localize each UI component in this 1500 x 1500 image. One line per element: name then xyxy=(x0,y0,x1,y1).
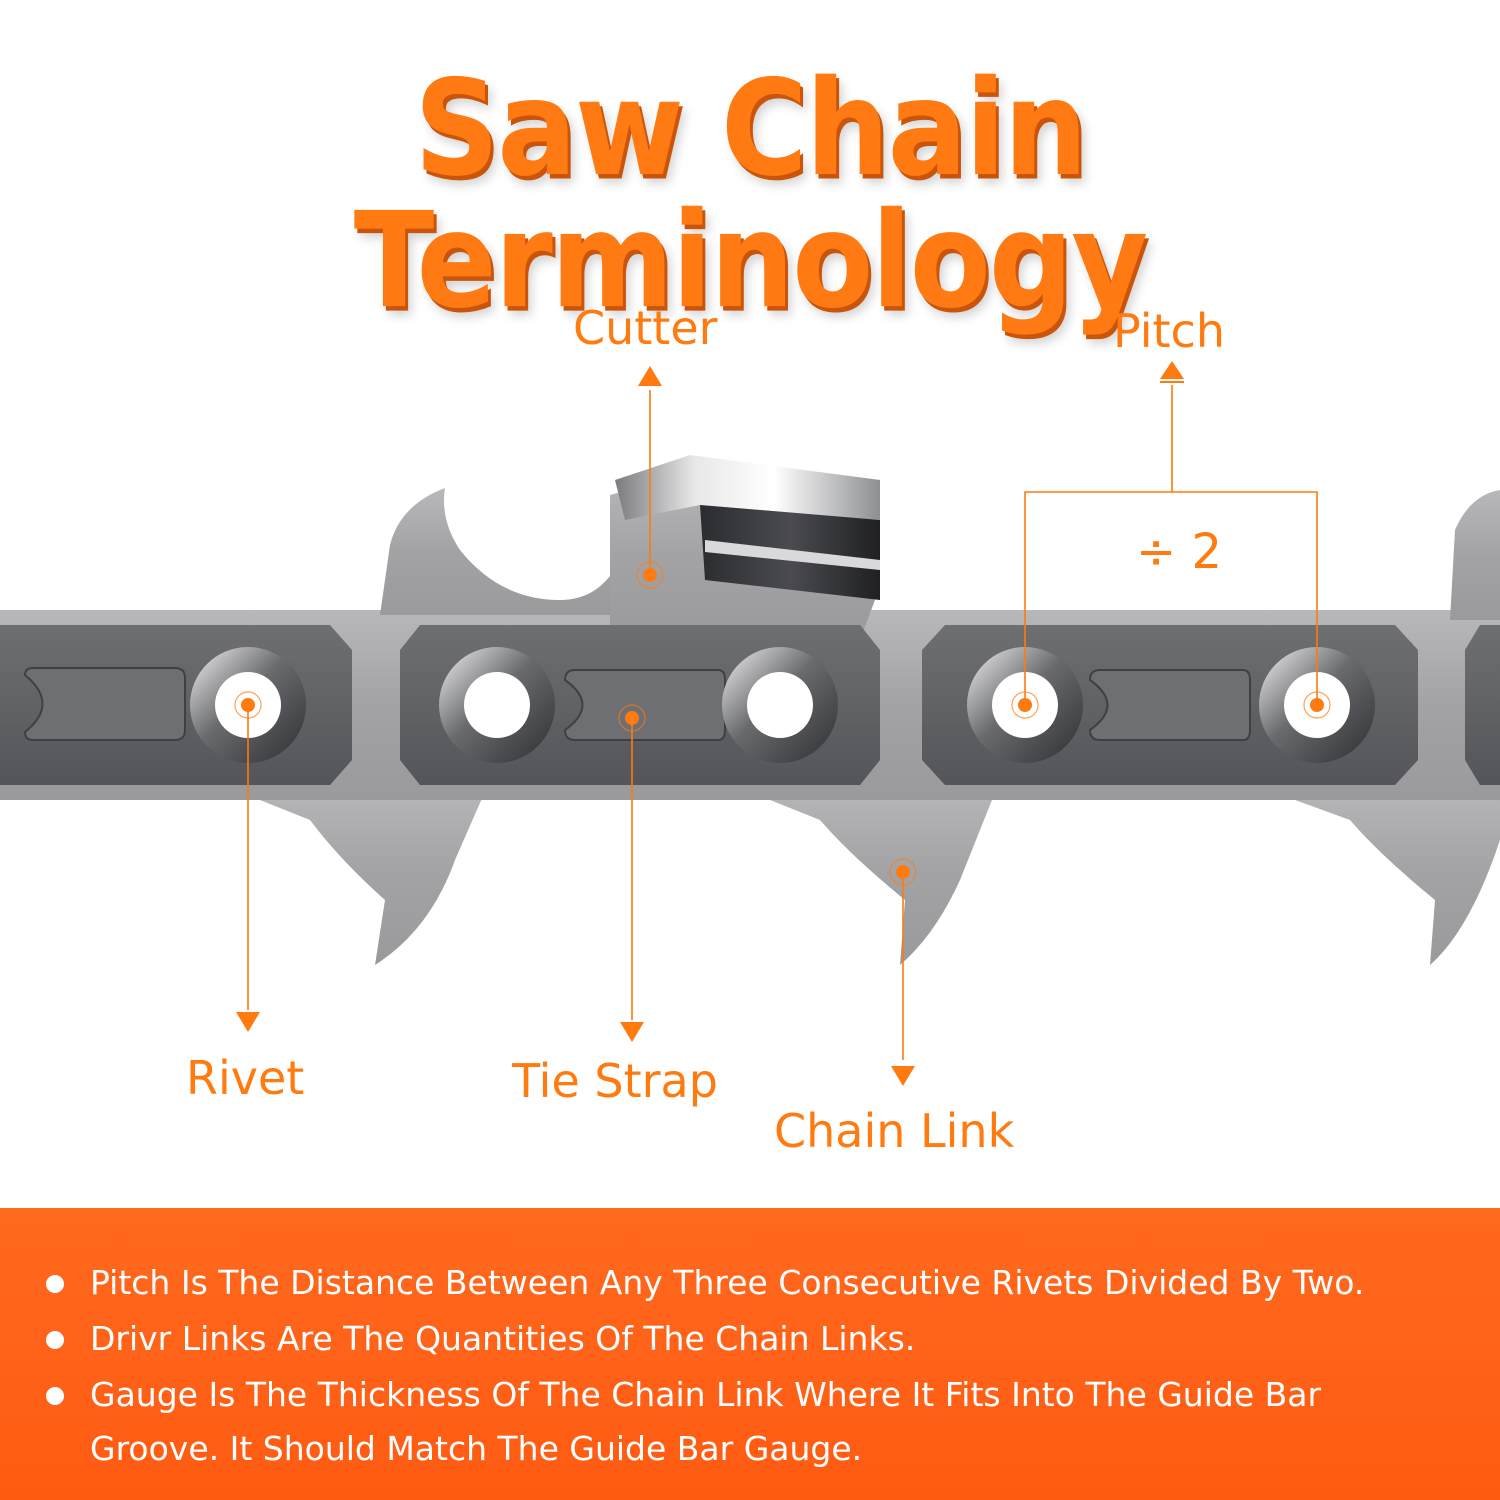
label-tie-strap: Tie Strap xyxy=(512,1054,718,1108)
list-item: Gauge Is The Thickness Of The Chain Link… xyxy=(46,1368,1476,1476)
arrow-down-icon xyxy=(891,1066,915,1086)
callout-leaders xyxy=(247,385,1318,1060)
arrow-down-icon xyxy=(236,1012,260,1032)
arrow-down-icon xyxy=(620,1022,644,1042)
note-drive-links: Drivr Links Are The Quantities Of The Ch… xyxy=(90,1319,916,1358)
depth-gauge xyxy=(380,488,620,615)
side-plate-edge xyxy=(1465,625,1500,785)
drive-link-tooth xyxy=(1240,780,1500,965)
cutter-top-plate xyxy=(615,455,880,520)
drive-link-tooth xyxy=(720,780,1000,965)
bullet-icon xyxy=(46,1275,64,1293)
label-rivet: Rivet xyxy=(186,1051,305,1105)
notes-list: Pitch Is The Distance Between Any Three … xyxy=(46,1256,1476,1478)
label-pitch-divisor: ÷ 2 xyxy=(1136,524,1223,580)
label-chain-link: Chain Link xyxy=(774,1104,1015,1158)
cutter-face-highlight xyxy=(705,540,880,570)
label-cutter: Cutter xyxy=(573,301,718,355)
tie-strap-plate xyxy=(563,669,726,741)
note-gauge: Gauge Is The Thickness Of The Chain Link… xyxy=(90,1375,1322,1468)
callout-arrows xyxy=(236,361,1184,1086)
bullet-icon xyxy=(46,1331,64,1349)
cutter-partial-right xyxy=(1450,490,1500,620)
label-pitch: Pitch xyxy=(1113,304,1225,358)
tie-strap-plate xyxy=(1088,669,1251,741)
list-item: Drivr Links Are The Quantities Of The Ch… xyxy=(46,1312,1476,1366)
notes-panel: Pitch Is The Distance Between Any Three … xyxy=(0,1208,1500,1500)
rivet xyxy=(722,647,838,763)
arrow-up-icon xyxy=(1160,361,1184,379)
arrow-up-icon xyxy=(638,366,662,386)
list-item: Pitch Is The Distance Between Any Three … xyxy=(46,1256,1476,1310)
tie-strap-plate xyxy=(23,667,186,741)
rivet xyxy=(439,647,555,763)
bullet-icon xyxy=(46,1387,64,1405)
page-title: Saw Chain Terminology xyxy=(353,50,1148,338)
callout-targets xyxy=(234,561,1331,886)
note-pitch: Pitch Is The Distance Between Any Three … xyxy=(90,1263,1365,1302)
drive-link-tooth xyxy=(210,780,490,965)
